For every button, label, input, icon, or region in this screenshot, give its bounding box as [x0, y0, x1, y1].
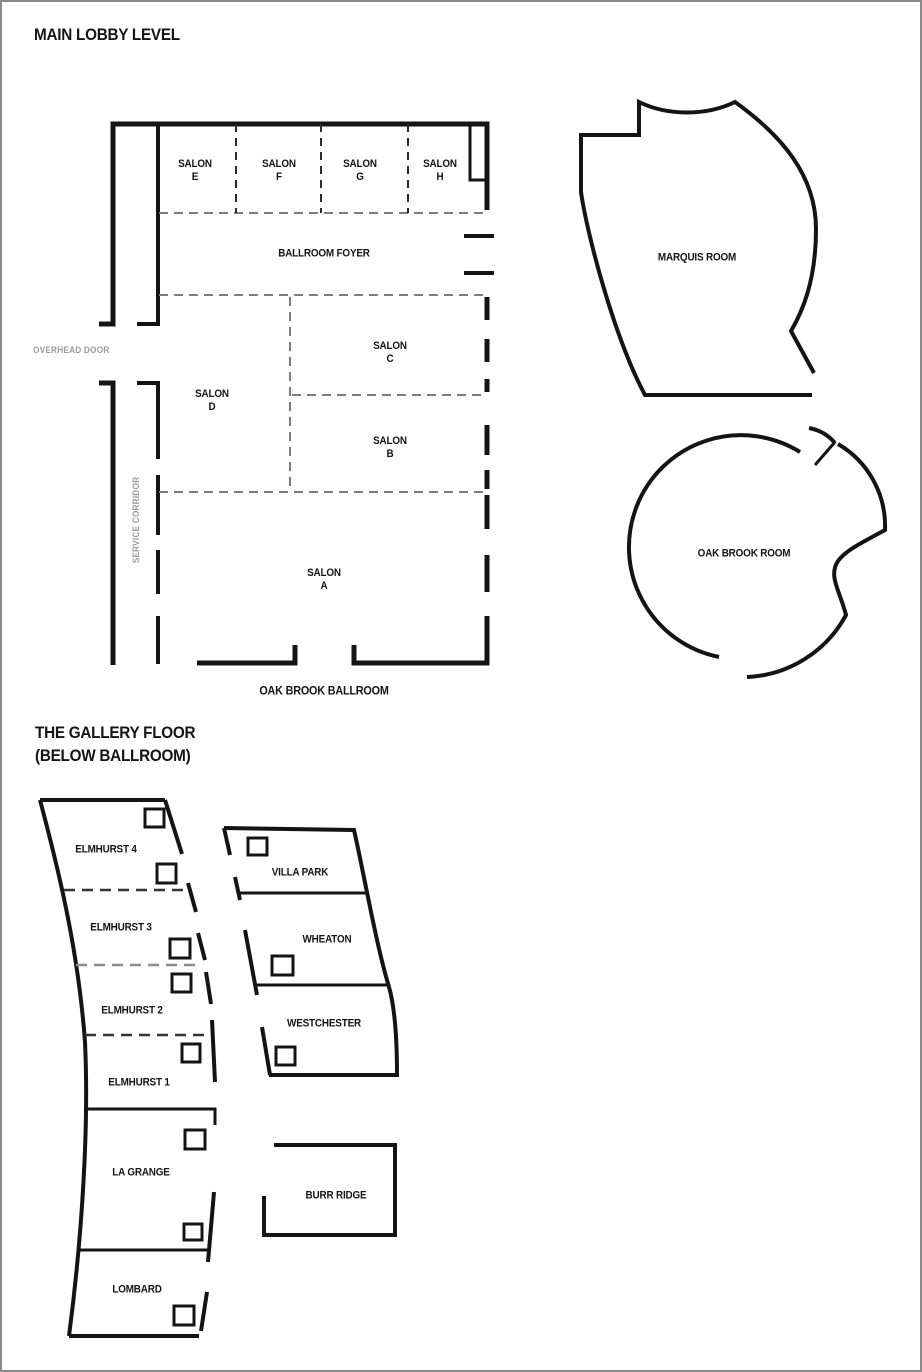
- left-band-east-wall-elmhurst4: [163, 799, 184, 855]
- ballroom-outer-wall-lower: [99, 380, 116, 665]
- left-band-west-wall: [38, 799, 89, 1337]
- salon-h-line2: H: [436, 171, 444, 183]
- room-label-la-grange: LA GRANGE: [112, 1166, 170, 1179]
- service-corridor-wall-lower: [137, 381, 160, 664]
- room-label-oak-brook-ballroom: OAK BROOK BALLROOM: [259, 683, 389, 698]
- oak-brook-room-top-arc: [808, 426, 837, 445]
- room-label-salon-g: SALON G: [343, 158, 377, 184]
- lagrange-lombard-east-segments: [199, 1191, 216, 1332]
- room-label-oak-brook-room: OAK BROOK ROOM: [697, 547, 791, 560]
- salon-b-line1: SALON: [373, 435, 407, 447]
- right-band-outline: [223, 826, 400, 1077]
- room-label-salon-h: SALON H: [423, 158, 457, 184]
- room-label-elmhurst-3: ELMHURST 3: [90, 921, 152, 934]
- salon-d-line1: SALON: [195, 388, 229, 400]
- ballroom-topright-notch: [468, 124, 487, 182]
- salon-d-line2: D: [208, 401, 216, 413]
- room-label-marquis-room: MARQUIS ROOM: [657, 251, 737, 264]
- room-label-villa-park: VILLA PARK: [271, 866, 329, 879]
- oak-brook-room-main-arc: [626, 433, 802, 659]
- room-label-salon-e: SALON E: [178, 158, 212, 184]
- gallery-title-line2: (BELOW BALLROOM): [35, 746, 191, 765]
- room-label-salon-b: SALON B: [373, 435, 407, 461]
- ballroom-bottom-wall-right: [351, 616, 490, 666]
- salon-h-line1: SALON: [423, 158, 457, 170]
- oak-brook-room-outline: [626, 426, 888, 679]
- overhead-door-label: OVERHEAD DOOR: [33, 345, 110, 355]
- service-corridor-wall-upper: [137, 124, 160, 326]
- room-label-elmhurst-2: ELMHURST 2: [101, 1004, 163, 1017]
- column-marker: [183, 1128, 207, 1151]
- oak-brook-room-door-tick: [813, 441, 837, 466]
- marquis-room-outline: [579, 98, 819, 397]
- burr-ridge-wall: [262, 1143, 397, 1237]
- foyer-entrance-stubs: [464, 234, 494, 275]
- column-marker: [168, 937, 192, 960]
- room-label-elmhurst-4: ELMHURST 4: [75, 843, 137, 856]
- room-label-elmhurst-1: ELMHURST 1: [108, 1076, 170, 1089]
- salon-f-line2: F: [276, 171, 282, 183]
- elmhurst1-lagrange-divider: [84, 1107, 217, 1125]
- ballroom-walls: [99, 121, 494, 666]
- ballroom-bottom-wall-left: [197, 645, 298, 666]
- salon-b-line2: B: [386, 448, 394, 460]
- room-label-salon-a: SALON A: [307, 567, 341, 593]
- room-label-wheaton: WHEATON: [302, 933, 352, 946]
- salon-a-line2: A: [320, 580, 328, 592]
- room-label-westchester: WESTCHESTER: [287, 1017, 361, 1030]
- salon-c-line1: SALON: [373, 340, 407, 352]
- right-band-west-wall-segments: [222, 827, 272, 1076]
- room-label-salon-f: SALON F: [262, 158, 296, 184]
- room-label-lombard: LOMBARD: [112, 1283, 162, 1296]
- column-marker: [182, 1222, 204, 1242]
- service-corridor-label: SERVICE CORRIDOR: [131, 476, 141, 564]
- column-marker: [155, 862, 178, 885]
- salon-c-line2: C: [386, 353, 394, 365]
- column-marker: [274, 1045, 297, 1067]
- salon-a-line1: SALON: [307, 567, 341, 579]
- gallery-title-line1: THE GALLERY FLOOR: [35, 723, 196, 742]
- salon-e-line1: SALON: [178, 158, 212, 170]
- column-marker: [170, 972, 193, 994]
- salon-efgh-dividers: [235, 124, 409, 213]
- oak-brook-room-right-wall: [746, 442, 888, 679]
- salon-f-line1: SALON: [262, 158, 296, 170]
- room-label-ballroom-foyer: BALLROOM FOYER: [278, 247, 370, 260]
- gallery-left-band: [38, 798, 217, 1338]
- column-marker: [172, 1304, 196, 1327]
- burr-ridge-outline: [262, 1143, 397, 1237]
- left-band-east-wall-segments: [186, 882, 217, 1083]
- column-markers: [143, 807, 297, 1327]
- salon-g-line2: G: [356, 171, 364, 183]
- gallery-title: THE GALLERY FLOOR (BELOW BALLROOM): [35, 721, 196, 767]
- ballroom-outer-wall-upper: [99, 121, 490, 327]
- main-lobby-title: MAIN LOBBY LEVEL: [34, 25, 180, 44]
- gallery-right-band: [222, 826, 400, 1077]
- salon-g-line1: SALON: [343, 158, 377, 170]
- room-label-salon-d: SALON D: [195, 388, 229, 414]
- column-marker: [143, 807, 166, 829]
- column-marker: [246, 836, 269, 857]
- room-label-salon-c: SALON C: [373, 340, 407, 366]
- column-marker: [180, 1042, 202, 1064]
- column-marker: [270, 954, 295, 977]
- marquis-room-wall: [579, 98, 819, 397]
- salon-e-line2: E: [191, 171, 199, 183]
- room-label-burr-ridge: BURR RIDGE: [305, 1189, 367, 1202]
